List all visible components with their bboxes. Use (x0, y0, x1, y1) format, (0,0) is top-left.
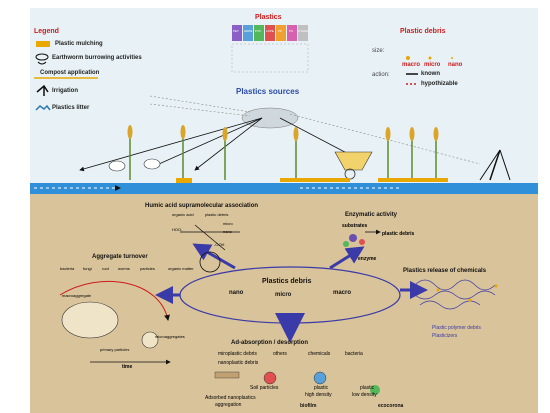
release-polymer: Plastic polymer debris (432, 325, 481, 331)
plastics-litter-icon (35, 104, 51, 111)
aggregate-title: Aggregate turnover (92, 254, 148, 260)
irrigation-icon (36, 84, 49, 96)
agg-microaggregates: microaggregates (155, 334, 185, 339)
debris-legend-marks (406, 56, 453, 85)
enzymatic-title: Enzymatic activity (345, 212, 398, 218)
action-known: known (421, 71, 440, 77)
ads-soil-particles: Soil particles (250, 385, 279, 391)
sources-cloud (79, 95, 481, 172)
plastics-sources-title: Plastics sources (236, 87, 300, 96)
enzymatic-substrates: substrates (342, 223, 368, 229)
enzymatic-enzyme: enzyme (358, 256, 377, 262)
agg-root: root (102, 266, 109, 271)
soil-panel (30, 194, 538, 413)
ads-low-density-1: plastic (360, 385, 375, 391)
polymer-debris-sketch (414, 279, 498, 310)
recycle-code-2: HDPE (244, 29, 253, 33)
recycle-code-5: PP (278, 29, 283, 33)
plastic-debris-legend-title: Plastic debris (400, 28, 446, 35)
action-hypothizable: hypothizable (421, 81, 458, 87)
ads-high-density-2: high density (305, 392, 332, 398)
ads-others: others (273, 351, 287, 357)
legend-icons (34, 41, 98, 111)
center-micro: micro (275, 292, 292, 298)
release-plasticizers: Plasticizers (432, 333, 458, 339)
enzymatic-plastic-debris: plastic debris (382, 231, 415, 237)
action-label: action: (372, 72, 390, 78)
recycle-code-7: OTHER (298, 29, 309, 33)
ads-low-density-2: low density (352, 392, 377, 398)
crop-plants (127, 125, 439, 180)
birds (108, 158, 161, 172)
agg-fungi: fungi (83, 266, 92, 271)
ads-microplastic: miroplastic debris (218, 351, 257, 357)
ads-bacteria: bacteria (345, 351, 363, 357)
ads-ecocorona: ecocorona (378, 403, 404, 409)
legend-item-plastic-mulching: Plastic mulching (55, 41, 103, 47)
adsorption-sketch (214, 371, 380, 395)
earthworm-icon (35, 53, 49, 61)
agg-bacteria: bacteria (60, 266, 75, 271)
size-micro: micro (424, 62, 441, 68)
center-nano: nano (229, 290, 244, 296)
size-macro: macro (402, 62, 421, 68)
compost-spreader (334, 151, 373, 180)
humic-title: Humic acid supramolecular association (145, 203, 259, 209)
agg-primary-particles: primary particles (100, 347, 130, 352)
plastics-panel-title: Plastics (255, 14, 282, 21)
water-band (30, 183, 538, 194)
agg-macroaggregate: macroaggregate (62, 293, 92, 298)
plastic-mulching-icon (36, 41, 50, 47)
size-label: size: (372, 48, 385, 54)
ads-high-density-1: plastic (314, 385, 329, 391)
release-title: Plastics release of chemicals (403, 268, 487, 274)
humic-organic-acid: organic acid (172, 212, 194, 217)
legend-item-plastics-litter: Plastics litter (52, 105, 90, 111)
agg-organic-matter: organic matter (168, 266, 194, 271)
adsorption-title: Ad-absorption / desorption (231, 340, 308, 346)
ads-adsorbed-1: Adsorbed nanoplastics (205, 395, 256, 401)
ads-chemicals: chemicals (308, 351, 331, 357)
recycle-code-4: LDPE (266, 29, 274, 33)
agg-particles: particles (140, 266, 155, 271)
size-nano: nano (448, 62, 463, 68)
agg-time: time (122, 364, 133, 370)
aggregate-sketch (59, 280, 171, 365)
ads-nanoplastic: nanoplastic debris (218, 360, 259, 366)
sprinkler (479, 149, 511, 181)
ads-adsorbed-2: aggregation (215, 402, 242, 408)
legend-item-compost: Compost application (40, 70, 100, 76)
recycle-code-6: PS (289, 29, 294, 33)
enzyme-sketch (343, 229, 381, 247)
ads-biofilm: biofilm (300, 403, 317, 409)
humic-micro: micro (223, 221, 233, 226)
recycle-code-1: PET (233, 29, 239, 33)
mulch-strips (176, 178, 448, 183)
legend-item-irrigation: Irrigation (52, 88, 79, 94)
center-macro: macro (333, 290, 352, 296)
humic-ooh: -OOH (214, 242, 225, 247)
center-title: Plastics debris (262, 278, 312, 285)
humic-plastic-debris: plastic debris (205, 212, 229, 217)
recycling-code-tiles (231, 25, 309, 73)
center-ellipse (155, 243, 428, 343)
humic-hoo: HOO- (172, 227, 183, 232)
legend-item-earthworm: Earthworm burrowing activities (52, 55, 142, 61)
humic-nano: nano (223, 229, 232, 234)
recycle-code-3: PVC (255, 29, 262, 33)
agg-worms: worms (118, 266, 130, 271)
humic-sketch (180, 224, 240, 273)
legend-title: Legend (34, 28, 59, 35)
